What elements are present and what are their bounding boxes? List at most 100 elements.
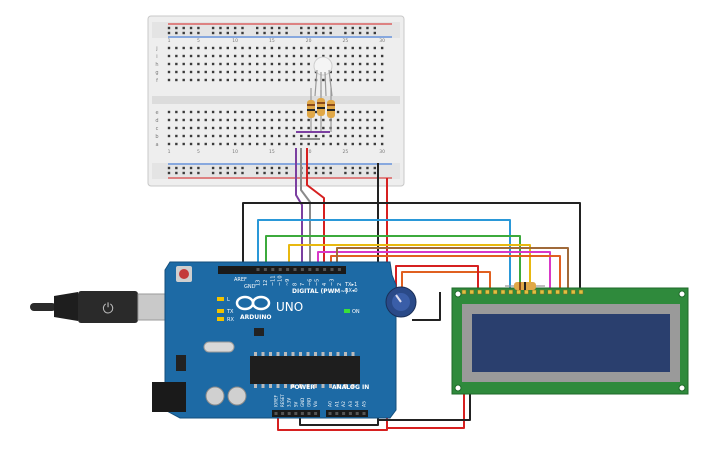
rail-hole[interactable] [300,26,303,30]
breadboard-hole[interactable] [351,142,354,146]
breadboard-hole[interactable] [219,70,222,74]
rail-hole[interactable] [278,26,281,30]
breadboard-hole[interactable] [233,70,237,74]
breadboard-hole[interactable] [344,126,347,130]
breadboard-hole[interactable] [204,46,207,50]
rail-hole[interactable] [256,166,259,170]
breadboard-hole[interactable] [256,134,259,138]
breadboard-hole[interactable] [366,142,369,146]
breadboard-hole[interactable] [167,70,171,74]
rail-hole[interactable] [278,31,281,35]
breadboard-hole[interactable] [175,46,178,50]
breadboard-hole[interactable] [366,70,369,74]
breadboard-hole[interactable] [380,142,384,146]
breadboard-hole[interactable] [307,54,310,58]
breadboard-hole[interactable] [307,78,310,82]
rail-hole[interactable] [329,171,332,175]
rail-hole[interactable] [211,171,215,175]
digital-pin[interactable] [278,268,282,271]
breadboard-hole[interactable] [248,62,252,66]
digital-pin[interactable] [293,268,297,271]
breadboard-hole[interactable] [300,78,303,82]
rail-hole[interactable] [373,26,376,30]
breadboard-hole[interactable] [241,78,244,82]
breadboard-hole[interactable] [270,142,274,146]
breadboard-hole[interactable] [167,78,171,82]
rail-hole[interactable] [270,171,274,175]
lcd-pin[interactable] [524,289,529,295]
rail-hole[interactable] [270,31,274,35]
breadboard-hole[interactable] [373,118,376,122]
breadboard-hole[interactable] [300,134,303,138]
breadboard-hole[interactable] [197,118,200,122]
rail-hole[interactable] [241,26,244,30]
breadboard-hole[interactable] [219,54,222,58]
rail-hole[interactable] [167,166,171,170]
breadboard-hole[interactable] [182,46,185,50]
breadboard-hole[interactable] [344,134,347,138]
breadboard-hole[interactable] [336,134,340,138]
breadboard-hole[interactable] [219,110,222,114]
rail-hole[interactable] [373,166,376,170]
rail-hole[interactable] [366,166,369,170]
breadboard-hole[interactable] [233,142,237,146]
rail-hole[interactable] [329,166,332,170]
breadboard-hole[interactable] [219,46,222,50]
rail-hole[interactable] [256,171,259,175]
breadboard-hole[interactable] [373,110,376,114]
breadboard-hole[interactable] [358,142,362,146]
breadboard-hole[interactable] [300,70,303,74]
breadboard-hole[interactable] [336,110,340,114]
breadboard-hole[interactable] [167,126,171,130]
rail-hole[interactable] [351,31,354,35]
breadboard-hole[interactable] [189,118,193,122]
breadboard-hole[interactable] [366,118,369,122]
breadboard-hole[interactable] [167,62,171,66]
breadboard-hole[interactable] [292,142,296,146]
lcd-pin[interactable] [555,289,560,295]
breadboard-hole[interactable] [366,134,369,138]
rail-hole[interactable] [189,166,193,170]
rail-hole[interactable] [285,171,288,175]
breadboard-hole[interactable] [182,142,185,146]
digital-pin[interactable] [256,268,260,271]
breadboard-hole[interactable] [211,54,215,58]
lcd-pin[interactable] [563,289,568,295]
breadboard-hole[interactable] [380,118,384,122]
breadboard-hole[interactable] [307,46,310,50]
breadboard-hole[interactable] [197,46,200,50]
breadboard-hole[interactable] [278,118,281,122]
rail-hole[interactable] [256,26,259,30]
breadboard-hole[interactable] [263,126,266,130]
rail-hole[interactable] [322,26,325,30]
lcd-pin[interactable] [539,289,545,295]
breadboard-hole[interactable] [373,46,376,50]
breadboard-hole[interactable] [322,126,325,130]
breadboard-hole[interactable] [197,142,200,146]
breadboard-hole[interactable] [300,54,303,58]
breadboard-hole[interactable] [358,134,362,138]
breadboard-hole[interactable] [307,70,310,74]
breadboard-hole[interactable] [358,62,362,66]
breadboard-hole[interactable] [336,142,340,146]
breadboard-hole[interactable] [197,54,200,58]
power-pin[interactable] [274,412,278,415]
breadboard-hole[interactable] [344,54,347,58]
breadboard-hole[interactable] [211,134,215,138]
breadboard-hole[interactable] [344,118,347,122]
breadboard-hole[interactable] [322,134,325,138]
breadboard-hole[interactable] [248,46,252,50]
breadboard-hole[interactable] [270,70,274,74]
breadboard-hole[interactable] [285,78,288,82]
rail-hole[interactable] [329,26,332,30]
breadboard-hole[interactable] [233,78,237,82]
breadboard-hole[interactable] [211,62,215,66]
breadboard-hole[interactable] [182,118,185,122]
breadboard-hole[interactable] [285,46,288,50]
breadboard-hole[interactable] [314,54,318,58]
breadboard-hole[interactable] [241,118,244,122]
rail-hole[interactable] [175,31,178,35]
analog-pin[interactable] [342,412,346,415]
rail-hole[interactable] [189,171,193,175]
rail-hole[interactable] [314,166,318,170]
